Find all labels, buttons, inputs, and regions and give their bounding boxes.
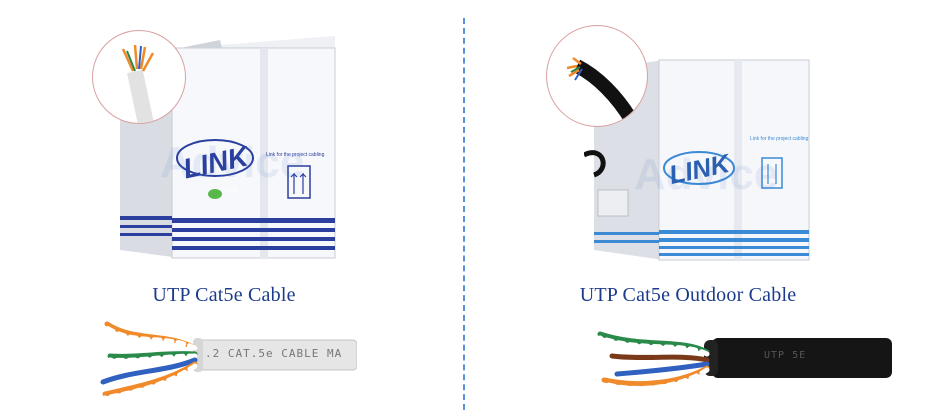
cable-illustration: [597, 331, 892, 391]
box-tagline: Link for the project cabling: [750, 136, 809, 142]
cable-end-zoom-image: [546, 25, 648, 127]
product-title: UTP Cat5e Cable: [152, 284, 296, 306]
jacket-print: .2 CAT.5e CABLE MA: [205, 347, 343, 360]
product-panel-indoor: LINK Link for the project cabling RoHS A…: [92, 30, 357, 401]
box-tagline: Link for the project cabling: [266, 152, 325, 158]
cable-end-zoom-image: [92, 30, 186, 124]
watermark: Advice: [160, 138, 305, 187]
watermark: Advice: [634, 150, 779, 199]
product-title: UTP Cat5e Outdoor Cable: [579, 284, 797, 306]
product-panel-outdoor: LINK Link for the project cabling Advice…: [464, 0, 928, 417]
panel-divider: [463, 18, 465, 410]
box-badge: RoHS: [222, 188, 239, 194]
cable-illustration: [100, 321, 357, 401]
jacket-print: UTP 5E: [764, 350, 807, 361]
